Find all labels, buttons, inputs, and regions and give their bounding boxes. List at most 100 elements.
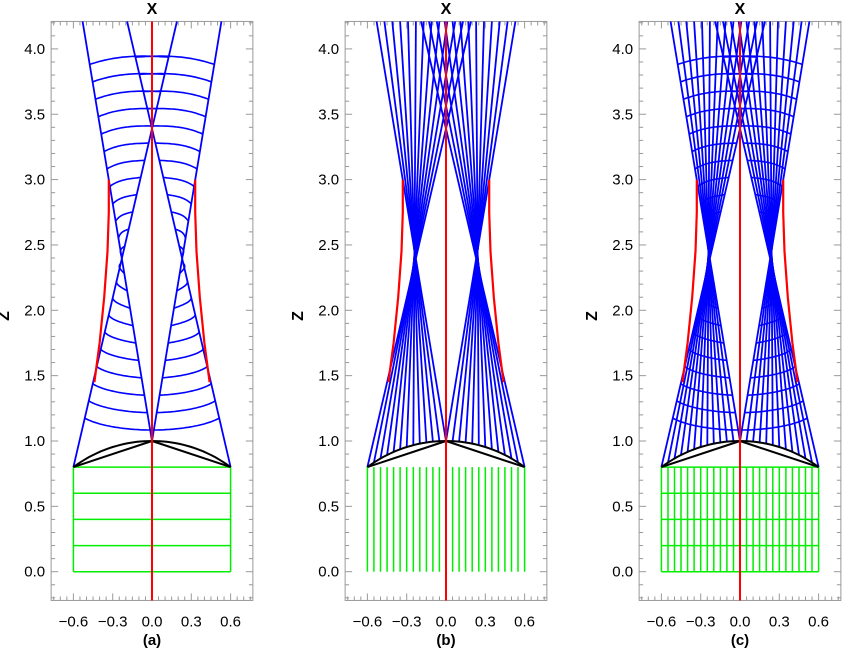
wavefront <box>174 228 187 239</box>
wavefront <box>751 176 783 187</box>
z-tick-label: 3.0 <box>24 172 45 189</box>
ray <box>667 21 758 463</box>
ray <box>151 21 223 442</box>
x-tick-label: −0.6 <box>59 613 89 630</box>
wavefronts <box>672 55 808 431</box>
wavefront <box>692 331 724 344</box>
z-tick-label: 2.0 <box>612 302 633 319</box>
z-tick-label: 3.5 <box>318 106 339 123</box>
wavefront <box>139 72 212 83</box>
wavefront <box>767 262 774 274</box>
wavefront <box>739 125 792 135</box>
ray <box>729 21 807 459</box>
ray <box>443 21 506 456</box>
wavefront <box>707 245 714 257</box>
z-tick-label: 1.5 <box>612 368 633 385</box>
ray <box>451 21 500 452</box>
caustic-right <box>194 179 211 383</box>
z-tick-label: 0.5 <box>318 498 339 515</box>
wavefront <box>156 400 216 414</box>
wavefront <box>702 211 721 222</box>
x-axis-title: X <box>735 1 746 18</box>
wavefront <box>147 107 206 118</box>
wavefronts <box>84 55 220 431</box>
ray <box>660 21 766 468</box>
x-tick-label: −0.3 <box>686 613 716 630</box>
caustics <box>387 179 505 383</box>
wavefront <box>753 348 792 362</box>
ray <box>72 21 178 468</box>
ray <box>435 21 513 459</box>
wavefront <box>706 262 713 274</box>
ray <box>366 21 472 468</box>
wavefront <box>750 365 796 379</box>
x-tick-label: 0.6 <box>220 613 241 630</box>
wavefront <box>723 55 803 66</box>
wavefront <box>92 72 165 83</box>
z-tick-label: 1.5 <box>318 368 339 385</box>
z-tick-label: 2.5 <box>24 237 45 254</box>
panel-label: (c) <box>731 632 749 649</box>
wavefront <box>672 417 739 431</box>
x-tick-label: 0.0 <box>142 613 163 630</box>
wavefront <box>688 125 741 135</box>
wavefront <box>743 142 789 153</box>
ray <box>428 21 519 463</box>
wavefront <box>688 348 727 362</box>
wavefront <box>744 400 804 414</box>
wavefront <box>159 383 212 396</box>
wavefront <box>179 262 186 274</box>
x-tick-label: 0.3 <box>181 613 202 630</box>
wavefront <box>747 159 786 170</box>
ray <box>714 21 820 468</box>
refracted-rays <box>72 21 232 468</box>
wavefront <box>117 228 130 239</box>
wavefront <box>686 107 745 118</box>
wavefront <box>100 125 153 135</box>
caustic-left <box>681 179 698 383</box>
ray <box>420 21 526 468</box>
ray <box>126 21 232 468</box>
caustics <box>681 179 799 383</box>
wavefront <box>694 159 733 170</box>
panel-label: (b) <box>436 632 455 649</box>
wavefront <box>119 245 126 257</box>
z-axis-title: Z <box>584 311 601 321</box>
z-tick-label: 3.5 <box>612 106 633 123</box>
z-tick-label: 1.0 <box>24 433 45 450</box>
wavefront <box>95 90 161 101</box>
wavefront <box>761 297 781 309</box>
wavefront <box>151 125 204 135</box>
wavefront <box>696 314 722 327</box>
wavefront <box>108 314 134 327</box>
wavefront <box>766 245 773 257</box>
x-tick-label: 0.6 <box>514 613 535 630</box>
x-tick-label: 0.0 <box>730 613 751 630</box>
wavefront <box>143 90 209 101</box>
wavefront <box>155 142 201 153</box>
ray <box>81 21 153 442</box>
wavefront <box>92 383 145 396</box>
wavefront <box>118 262 125 274</box>
wavefront <box>741 417 808 431</box>
z-axis-title: Z <box>290 311 307 321</box>
wavefront <box>135 55 215 66</box>
wavefront <box>114 211 133 222</box>
x-tick-label: −0.6 <box>647 613 677 630</box>
wavefront <box>759 211 778 222</box>
ray <box>673 21 751 459</box>
ray <box>737 21 800 456</box>
wavefront <box>115 280 128 292</box>
x-axis-title: X <box>147 1 158 18</box>
wavefront <box>705 228 718 239</box>
x-tick-label: 0.3 <box>475 613 496 630</box>
wavefront <box>84 417 151 431</box>
wavefront <box>731 90 797 101</box>
wavefront <box>680 383 733 396</box>
wavefront <box>88 400 148 414</box>
caustic-left <box>387 179 404 383</box>
